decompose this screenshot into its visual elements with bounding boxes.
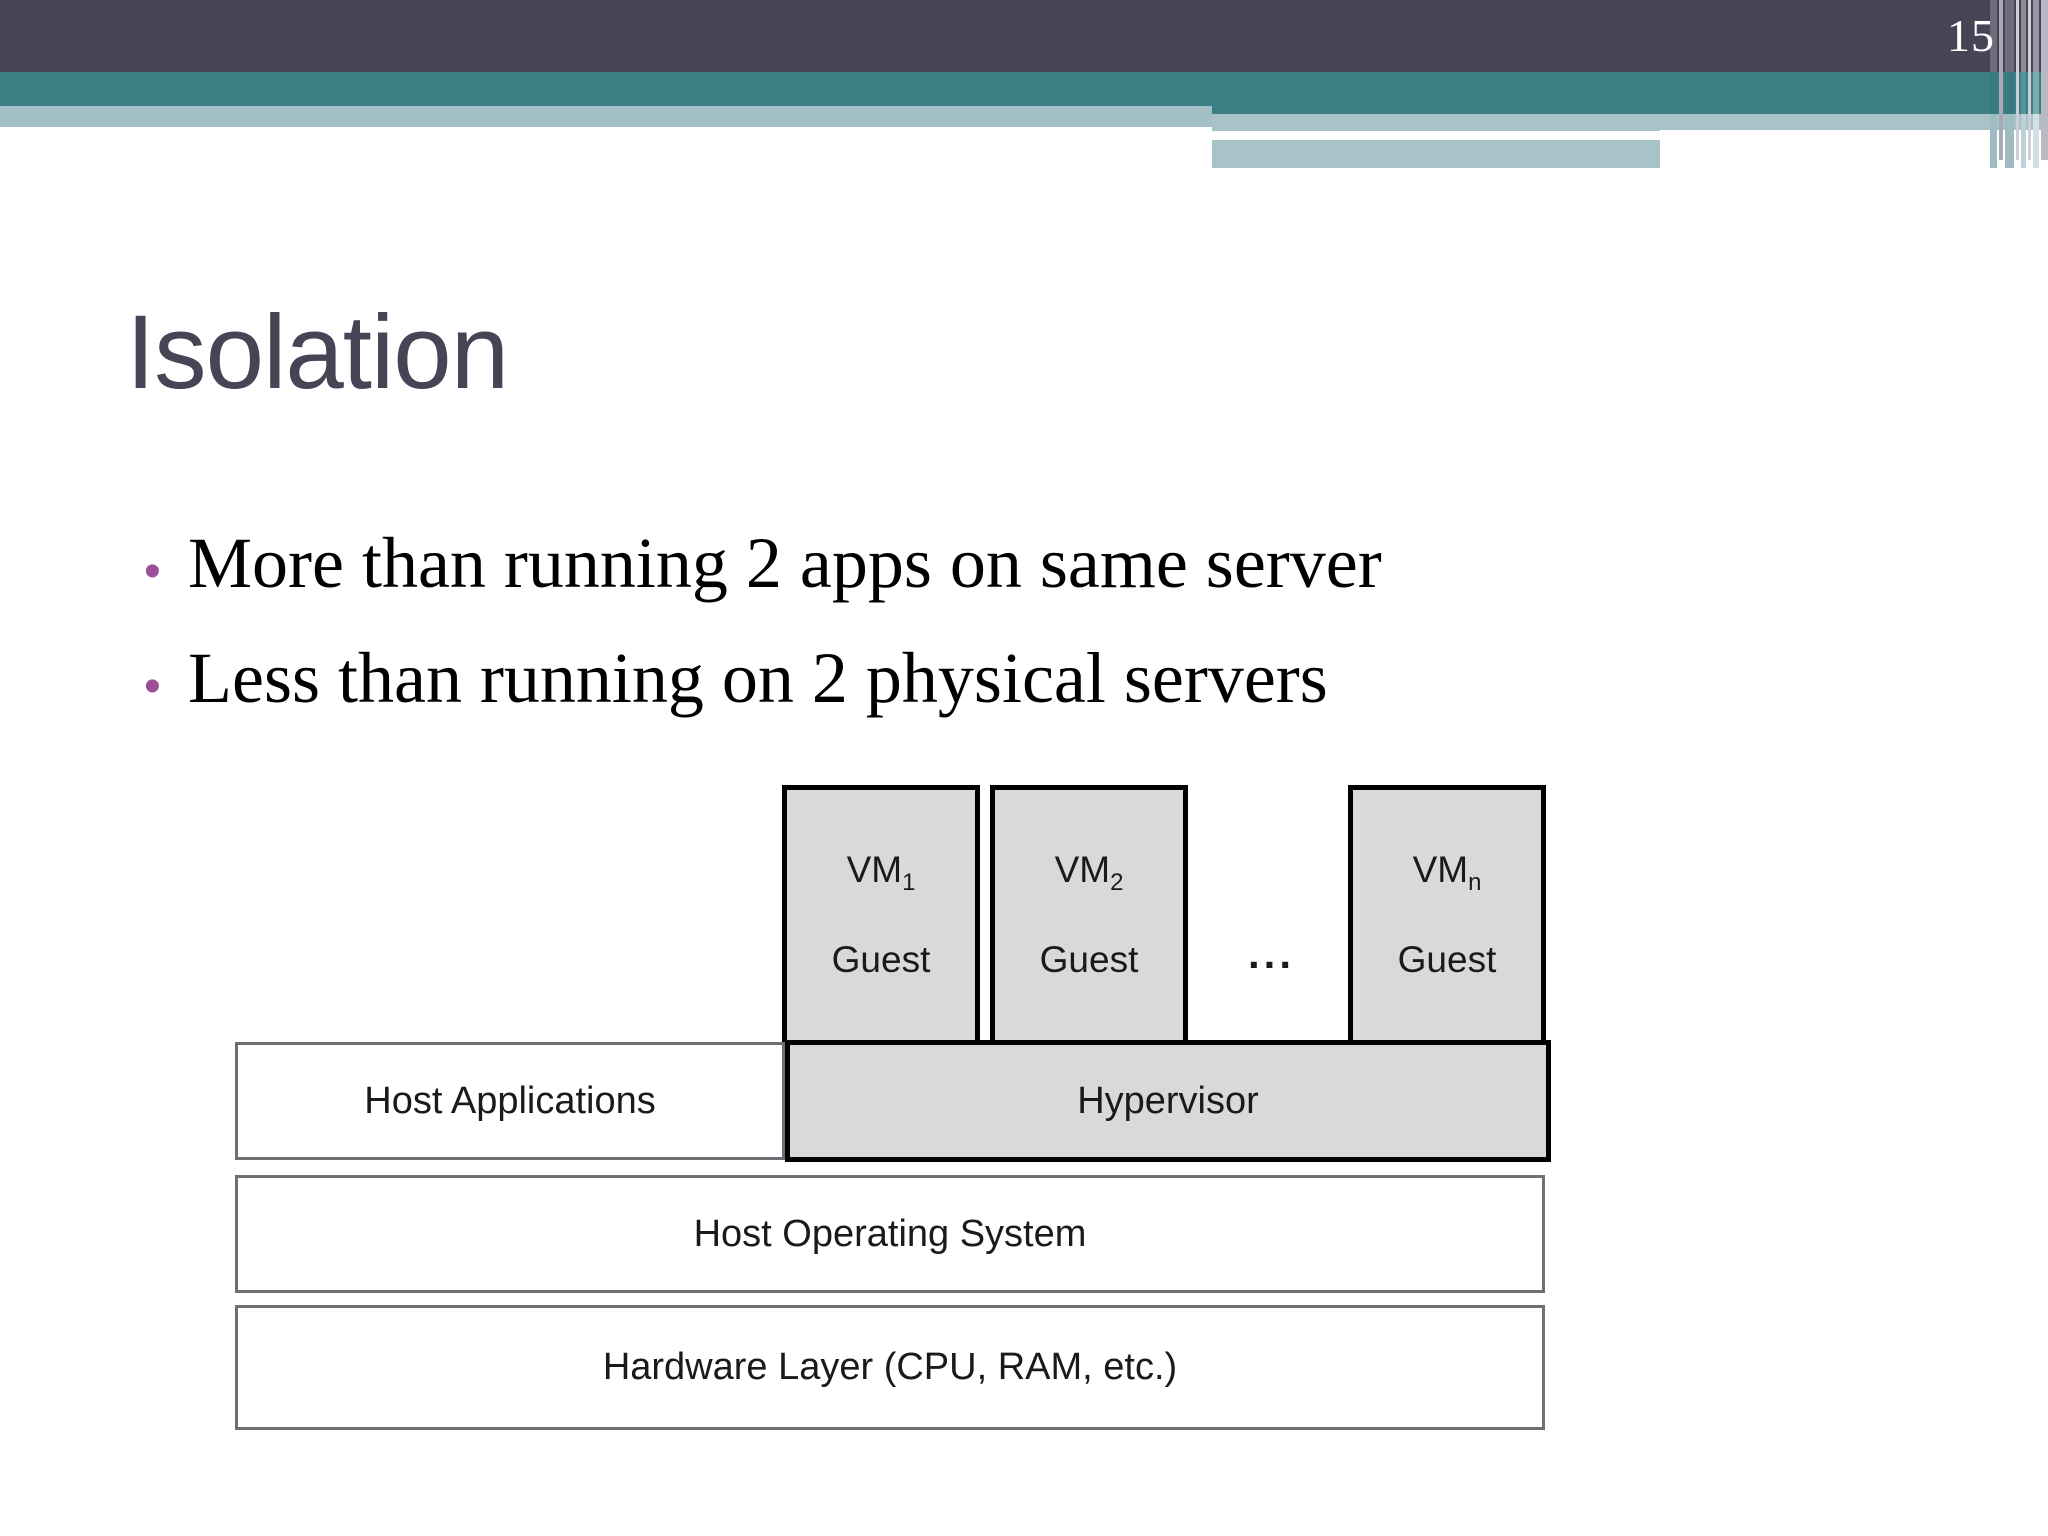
layer-host-operating-system: Host Operating System: [235, 1175, 1545, 1293]
vm-box-n-sublabel: Guest: [1397, 939, 1497, 980]
header-vstripe-blue-1: [1990, 114, 1997, 168]
header-vstripe-4: [2016, 0, 2019, 160]
bullet-dot-icon: •: [144, 545, 161, 598]
vm-box-1-sublabel: Guest: [831, 939, 931, 980]
header-vstripe-blue-4: [2033, 114, 2039, 168]
header-vstripe-2: [1999, 0, 2003, 160]
vm-box-1: VM1 Guest: [782, 785, 980, 1045]
layer-hardware: Hardware Layer (CPU, RAM, etc.): [235, 1305, 1545, 1430]
header-vstripe-teal-4: [2033, 72, 2039, 114]
header-vstripe-blue-3: [2021, 114, 2026, 168]
bullet-text: Less than running on 2 physical servers: [188, 638, 1328, 718]
vm-box-2-sublabel: Guest: [1039, 939, 1139, 980]
header-band-lightblue-tail: [1212, 140, 1660, 168]
vm-ellipsis-label: ...: [1248, 930, 1296, 977]
header-vstripe-teal-3: [2021, 72, 2026, 114]
header-band-dark: [0, 0, 2048, 72]
layer-host-applications: Host Applications: [235, 1042, 785, 1160]
list-item: • More than running 2 apps on same serve…: [130, 520, 1830, 615]
vm-box-n-label: VMn: [1412, 849, 1482, 896]
header-vstripe-teal-2: [2005, 72, 2014, 114]
layer-host-applications-label: Host Applications: [364, 1079, 656, 1122]
bullet-list: • More than running 2 apps on same serve…: [130, 520, 1830, 750]
list-item: • Less than running on 2 physical server…: [130, 635, 1830, 730]
header-vstripe-6: [2028, 0, 2031, 160]
page-number: 15: [1947, 10, 1995, 61]
header-band-lightblue-left: [0, 106, 1212, 127]
page-title: Isolation: [126, 294, 509, 411]
layer-hypervisor-label: Hypervisor: [1077, 1079, 1259, 1122]
bullet-dot-icon: •: [144, 660, 161, 713]
vm-box-2-label: VM2: [1054, 849, 1124, 896]
layer-hardware-label: Hardware Layer (CPU, RAM, etc.): [602, 1346, 1178, 1388]
bullet-text: More than running 2 apps on same server: [188, 523, 1382, 603]
layer-host-operating-system-label: Host Operating System: [693, 1212, 1087, 1255]
header-vstripe-8: [2041, 0, 2048, 160]
header-white-slit: [1212, 131, 1912, 140]
vm-box-2: VM2 Guest: [990, 785, 1188, 1045]
header-white-notch: [1660, 130, 2048, 168]
header-decoration: [0, 0, 2048, 168]
vm-box-n: VMn Guest: [1348, 785, 1546, 1045]
header-vstripe-blue-2: [2005, 114, 2014, 168]
layer-hypervisor: Hypervisor: [785, 1040, 1551, 1162]
vm-box-1-label: VM1: [846, 849, 916, 896]
header-band-teal-right: [1212, 72, 2048, 114]
header-vstripe-teal-1: [1990, 72, 1997, 114]
